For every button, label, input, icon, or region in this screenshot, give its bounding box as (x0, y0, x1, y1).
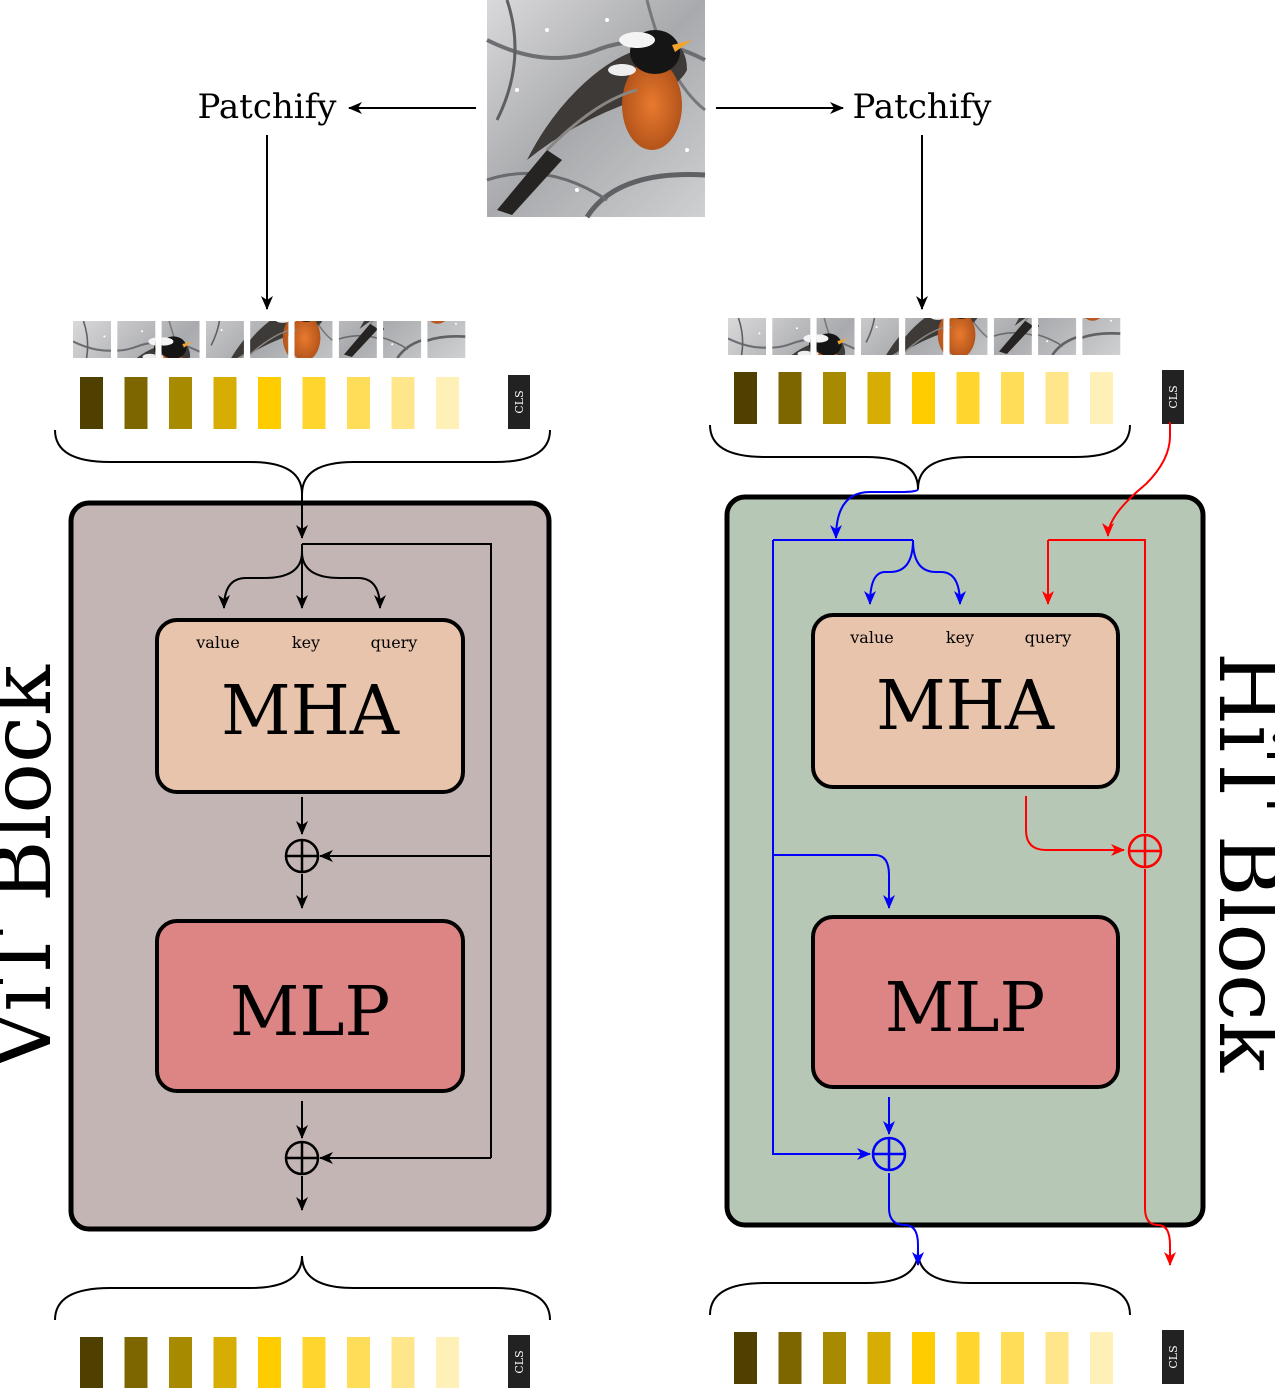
hit-mha-query-label: query (1025, 628, 1072, 647)
vit-output-token-4 (213, 1337, 237, 1388)
hit-output-token-4 (867, 1332, 891, 1384)
hit-block-title: HiT Block (1200, 652, 1275, 1073)
patchify-label-right: Patchify (853, 87, 993, 127)
brace-hit-output (709, 1250, 1131, 1316)
hit-output-token-2 (778, 1332, 802, 1384)
brace-hit-input (709, 424, 1131, 490)
hit-input-cls-token (1162, 370, 1184, 424)
hit-input-cls-label: CLS (1167, 385, 1180, 408)
vit-block-title: ViT Block (0, 664, 70, 1072)
vit-mha-key-label: key (292, 633, 320, 652)
vit-mlp-title: MLP (230, 973, 391, 1052)
hit-output-token-5 (912, 1332, 935, 1384)
vit-block-container (68, 500, 552, 1232)
vit-input-token-9 (436, 377, 459, 429)
hit-input-token-9 (1090, 372, 1113, 424)
vit-input-token-1 (80, 377, 103, 429)
token-row-vit-output: CLS (80, 1335, 530, 1388)
hit-mha-title: MHA (876, 667, 1055, 746)
vit-input-token-6 (302, 377, 326, 429)
hit-mha-key-label: key (946, 628, 974, 647)
token-row-hit-output: CLS (734, 1330, 1184, 1384)
vit-input-token-8 (391, 377, 415, 429)
hit-output-cls-label: CLS (1167, 1345, 1180, 1368)
vit-output-token-1 (80, 1337, 103, 1388)
vit-mlp-box (155, 919, 465, 1093)
hit-output-cls-token (1162, 1330, 1184, 1384)
vit-input-token-4 (213, 377, 237, 429)
vit-mha-title: MHA (221, 672, 400, 751)
vit-output-token-8 (391, 1337, 415, 1388)
hit-output-token-9 (1090, 1332, 1113, 1384)
hit-input-token-7 (1001, 372, 1024, 424)
patchify-label-left: Patchify (198, 87, 338, 127)
hit-mlp-title: MLP (885, 969, 1046, 1048)
hit-input-token-8 (1045, 372, 1069, 424)
hit-input-token-4 (867, 372, 891, 424)
vit-residual-add-1 (284, 838, 320, 874)
vit-residual-add-2 (284, 1140, 320, 1176)
vit-output-token-5 (258, 1337, 281, 1388)
hit-input-token-6 (956, 372, 980, 424)
hit-cls-residual-add (1127, 833, 1163, 869)
hit-patch-token-path (772, 488, 966, 1266)
hit-output-token-7 (1001, 1332, 1024, 1384)
hit-input-token-3 (823, 372, 846, 424)
hit-mha-box (811, 613, 1120, 789)
hit-input-token-2 (778, 372, 802, 424)
vit-output-token-3 (169, 1337, 192, 1388)
hit-input-token-5 (912, 372, 935, 424)
hit-output-token-1 (734, 1332, 757, 1384)
token-row-vit-input: CLS (80, 375, 530, 429)
brace-vit-input (54, 429, 551, 495)
hit-output-token-3 (823, 1332, 846, 1384)
vit-output-token-9 (436, 1337, 459, 1388)
vit-mha-box (155, 618, 465, 794)
vit-input-token-3 (169, 377, 192, 429)
hit-output-token-6 (956, 1332, 980, 1384)
vit-output-token-2 (124, 1337, 148, 1388)
vit-input-token-5 (258, 377, 281, 429)
hit-patch-residual-add (871, 1136, 907, 1172)
vit-connections (218, 494, 492, 1211)
brace-vit-output (54, 1255, 551, 1321)
hit-mlp-box (811, 915, 1120, 1089)
hit-output-token-8 (1045, 1332, 1069, 1384)
hit-input-token-1 (734, 372, 757, 424)
hit-cls-token-path (1025, 422, 1176, 1266)
vit-output-token-6 (302, 1337, 326, 1388)
vit-mha-value-label: value (195, 633, 239, 652)
hit-mha-value-label: value (849, 628, 893, 647)
vit-output-token-7 (347, 1337, 370, 1388)
vit-output-cls-token (508, 1335, 530, 1388)
vit-input-cls-token (508, 375, 530, 429)
vit-mha-query-label: query (371, 633, 418, 652)
vit-input-token-7 (347, 377, 370, 429)
vit-output-cls-label: CLS (513, 1350, 526, 1373)
vit-input-cls-label: CLS (513, 390, 526, 413)
token-row-hit-input: CLS (734, 370, 1184, 424)
input-image (487, 0, 705, 217)
vit-input-token-2 (124, 377, 148, 429)
